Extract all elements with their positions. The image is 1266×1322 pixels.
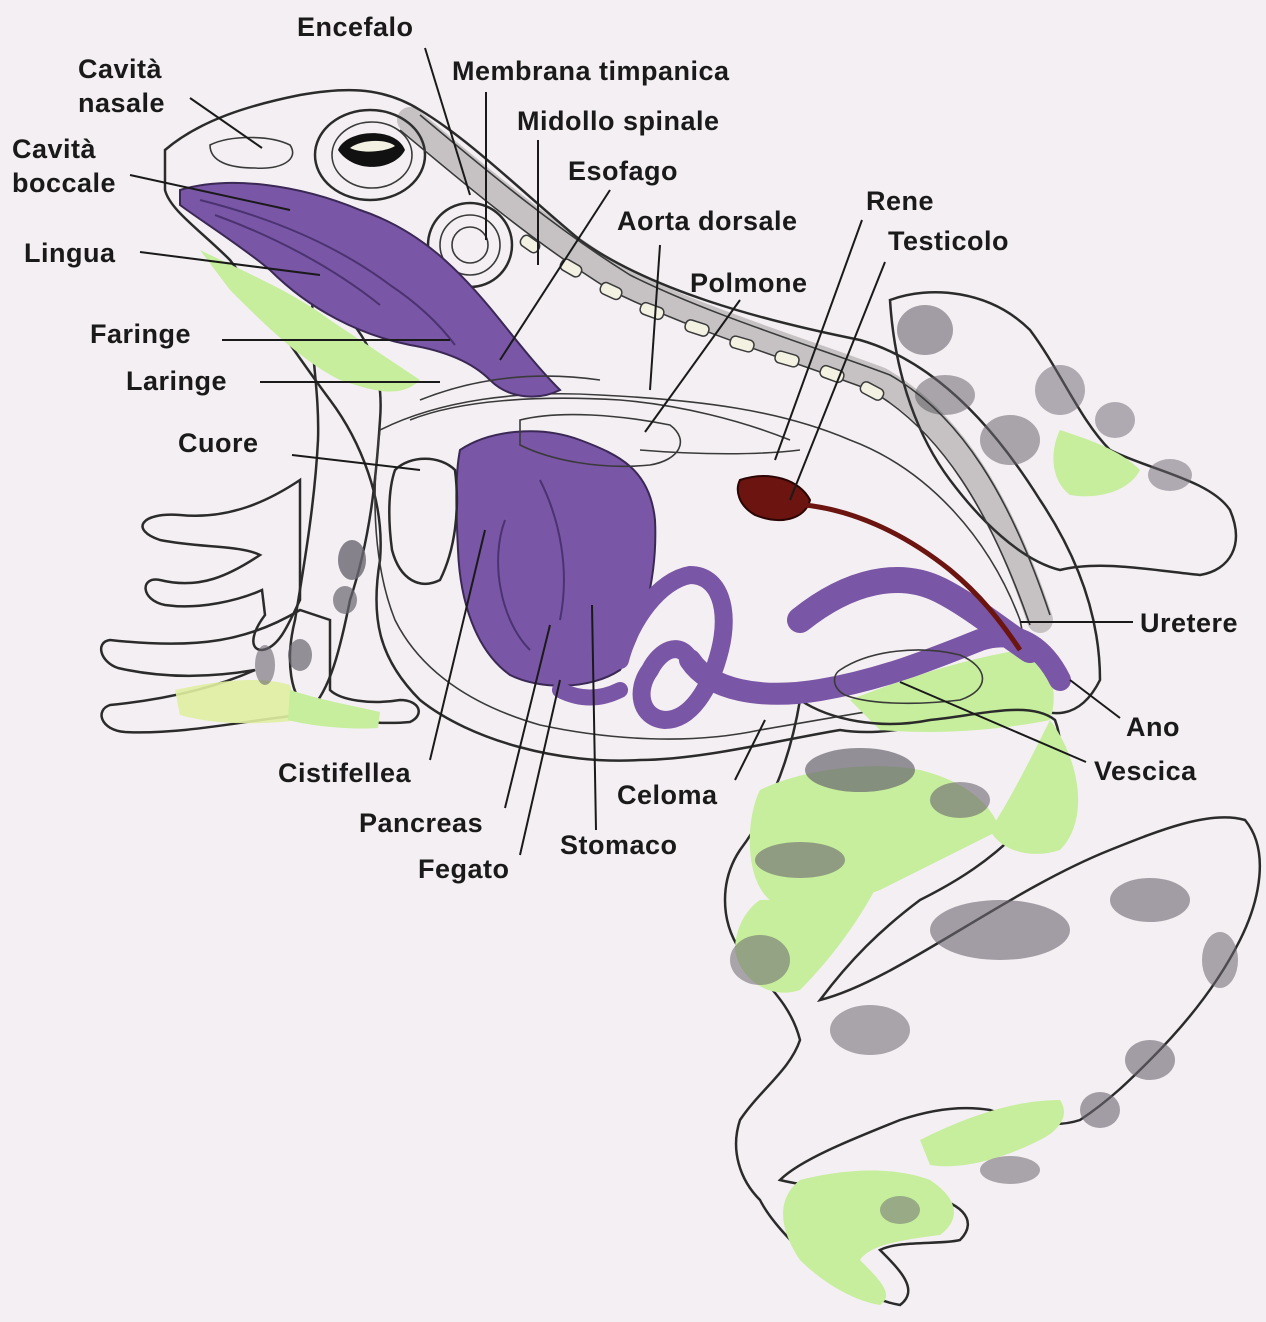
label-uretere: Uretere (1140, 608, 1238, 638)
label-stomaco: Stomaco (560, 830, 678, 860)
label-fegato: Fegato (418, 854, 510, 884)
label-pancreas: Pancreas (359, 808, 483, 838)
label-esofago: Esofago (568, 156, 678, 186)
label-faringe: Faringe (90, 319, 191, 349)
label-rene: Rene (866, 186, 934, 216)
label-cavita-boccale-line1: Cavità (12, 134, 97, 164)
hind-leg (725, 700, 1260, 1305)
label-laringe: Laringe (126, 366, 227, 396)
label-celoma: Celoma (617, 780, 718, 810)
label-cuore: Cuore (178, 428, 259, 458)
label-cavita-boccale-line2: boccale (12, 168, 116, 198)
label-lingua: Lingua (24, 238, 116, 268)
label-membrana-timpanica: Membrana timpanica (452, 56, 730, 86)
label-midollo-spinale: Midollo spinale (517, 106, 720, 136)
label-vescica: Vescica (1094, 756, 1197, 786)
label-ano: Ano (1126, 712, 1180, 742)
label-aorta-dorsale: Aorta dorsale (617, 206, 798, 236)
label-encefalo: Encefalo (297, 12, 414, 42)
label-cavita-nasale-line1: Cavità (78, 54, 163, 84)
label-cavita-nasale-line2: nasale (78, 88, 165, 118)
label-polmone: Polmone (690, 268, 808, 298)
label-cistifellea: Cistifellea (278, 758, 412, 788)
label-testicolo: Testicolo (888, 226, 1009, 256)
